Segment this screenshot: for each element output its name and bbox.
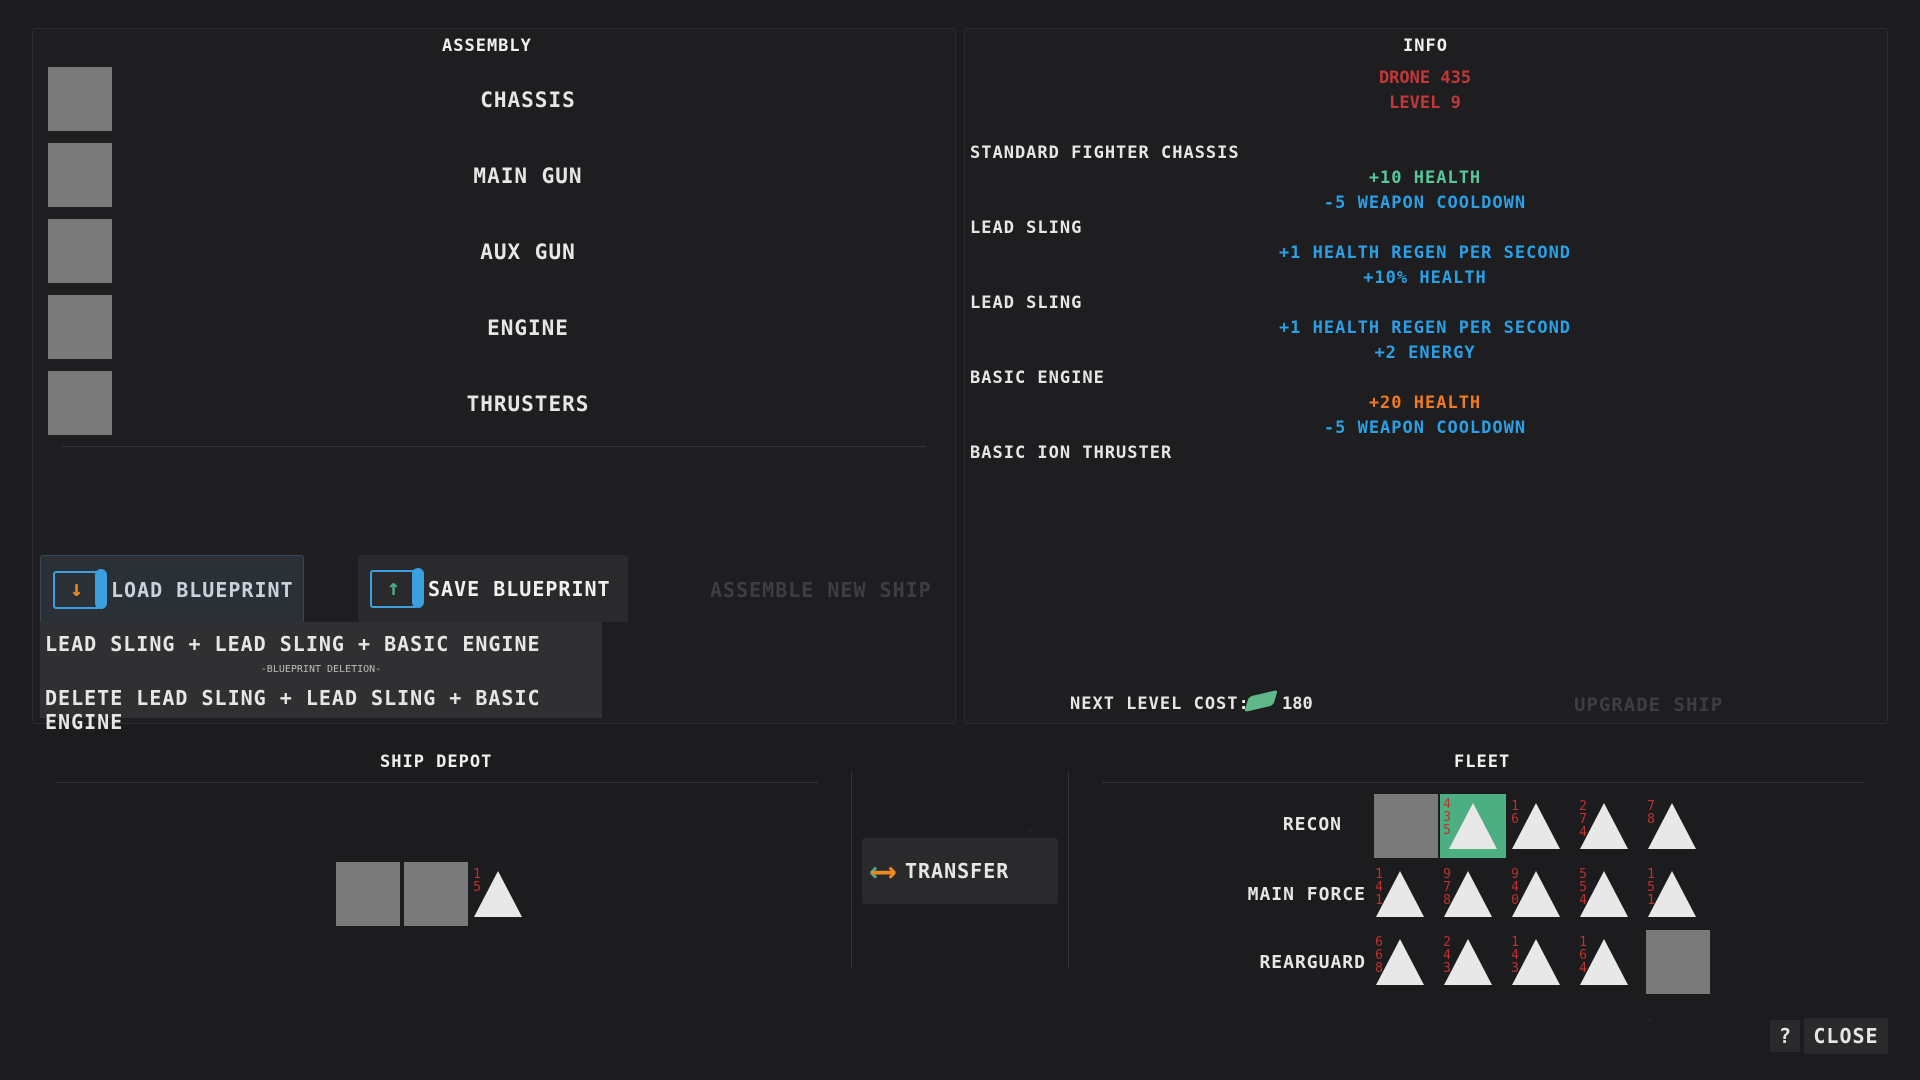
fleet-ship[interactable]: 978 (1440, 864, 1496, 924)
fleet-ship[interactable]: 141 (1372, 864, 1428, 924)
ship-icon (1512, 803, 1560, 849)
save-blueprint-label: Save Blueprint (428, 576, 611, 601)
drone-level: Level 9 (1389, 93, 1461, 113)
upgrade-ship-button[interactable]: Upgrade Ship (1574, 694, 1724, 716)
fleet-ship[interactable]: 151 (1644, 864, 1700, 924)
chassis-slot[interactable] (48, 67, 112, 131)
fleet-ship[interactable]: 164 (1576, 932, 1632, 992)
component-name: Lead Sling (970, 218, 1083, 238)
component-name: Basic Engine (970, 368, 1105, 388)
fleet-title: Fleet (1454, 752, 1511, 772)
assemble-new-ship-button[interactable]: Assemble New Ship (710, 578, 932, 602)
engine-label: Engine (487, 316, 569, 340)
component-name: Lead Sling (970, 293, 1083, 313)
fleet-slot[interactable] (1646, 930, 1710, 994)
component-stat: -5 Weapon Cooldown (1323, 193, 1527, 213)
ship-icon (1376, 871, 1424, 917)
help-icon[interactable]: ? (1770, 1020, 1800, 1052)
ship-icon (1580, 939, 1628, 985)
fleet-ship-selected[interactable]: 435 (1440, 794, 1506, 858)
engine-slot[interactable] (48, 295, 112, 359)
fleet-ship[interactable]: 143 (1508, 932, 1564, 992)
component-stat: +20 Health (1368, 393, 1482, 413)
fleet-ship[interactable]: 554 (1576, 864, 1632, 924)
close-button[interactable]: Close (1804, 1018, 1888, 1054)
info-panel (964, 28, 1888, 724)
component-name: Basic Ion Thruster (970, 443, 1173, 463)
load-blueprint-button[interactable]: ↓ Load Blueprint (40, 555, 304, 624)
ship-icon (1512, 939, 1560, 985)
component-name: Standard Fighter Chassis (970, 143, 1240, 163)
next-level-cost-label: Next Level Cost: (1070, 694, 1250, 714)
section-divider (851, 772, 852, 968)
fleet-row-label: Rearguard (1259, 952, 1366, 973)
fleet-divider (1102, 782, 1864, 783)
aux-gun-slot[interactable] (48, 219, 112, 283)
blueprint-dropdown: Lead Sling + Lead Sling + Basic Engine -… (40, 622, 602, 734)
component-stat: +10% Health (1363, 268, 1487, 288)
save-blueprint-button[interactable]: ↑ Save Blueprint (358, 555, 628, 622)
assembly-divider (62, 446, 926, 447)
fleet-row-label: Main Force (1247, 884, 1366, 905)
depot-ship[interactable]: 15 (470, 864, 526, 924)
main-gun-label: Main Gun (473, 164, 583, 188)
thrusters-slot[interactable] (48, 371, 112, 435)
ship-icon (1444, 871, 1492, 917)
transfer-button[interactable]: ⟵⟶ Transfer (862, 838, 1058, 904)
load-blueprint-icon: ↓ (51, 568, 107, 611)
fleet-ship[interactable]: 940 (1508, 864, 1564, 924)
chassis-label: Chassis (480, 88, 576, 112)
thrusters-label: Thrusters (466, 392, 590, 416)
aux-gun-label: Aux Gun (480, 240, 576, 264)
fleet-ship[interactable]: 78 (1644, 796, 1700, 856)
fleet-ship[interactable]: 243 (1440, 932, 1496, 992)
depot-slot[interactable] (336, 862, 400, 926)
ship-icon (1512, 871, 1560, 917)
fleet-ship[interactable]: 668 (1372, 932, 1428, 992)
ship-icon (1580, 871, 1628, 917)
ship-icon (1449, 803, 1497, 849)
next-level-cost-value: 180 (1282, 694, 1313, 714)
fleet-row-label: Recon (1282, 814, 1342, 835)
assembly-title: Assembly (442, 36, 532, 56)
ship-icon (1444, 939, 1492, 985)
drone-name: Drone 435 (1378, 68, 1472, 88)
component-stat: +2 Energy (1374, 343, 1476, 363)
transfer-arrow-icon: ⟵⟶ (872, 851, 895, 891)
ship-icon (1648, 803, 1696, 849)
ship-depot-divider (56, 782, 818, 783)
fleet-ship[interactable]: 16 (1508, 796, 1564, 856)
save-blueprint-icon: ↑ (368, 567, 424, 610)
fleet-slot[interactable] (1374, 794, 1438, 858)
section-divider (1068, 772, 1069, 968)
load-blueprint-label: Load Blueprint (111, 577, 294, 602)
ship-icon (1580, 803, 1628, 849)
ship-icon (1648, 871, 1696, 917)
ship-icon (1376, 939, 1424, 985)
main-gun-slot[interactable] (48, 143, 112, 207)
blueprint-delete-item[interactable]: Delete Lead Sling + Lead Sling + Basic E… (45, 686, 541, 734)
depot-slot[interactable] (404, 862, 468, 926)
component-stat: +1 Health Regen Per Second (1278, 318, 1572, 338)
blueprint-deletion-label: -Blueprint Deletion- (260, 664, 382, 675)
ship-depot-title: Ship Depot (380, 752, 493, 772)
ship-icon (474, 871, 522, 917)
component-stat: +1 Health Regen Per Second (1278, 243, 1572, 263)
component-stat: +10 Health (1368, 168, 1482, 188)
info-title: Info (1403, 36, 1448, 56)
component-stat: -5 Weapon Cooldown (1323, 418, 1527, 438)
fleet-ship[interactable]: 274 (1576, 796, 1632, 856)
blueprint-item[interactable]: Lead Sling + Lead Sling + Basic Engine (45, 632, 541, 656)
transfer-label: Transfer (904, 859, 1010, 883)
